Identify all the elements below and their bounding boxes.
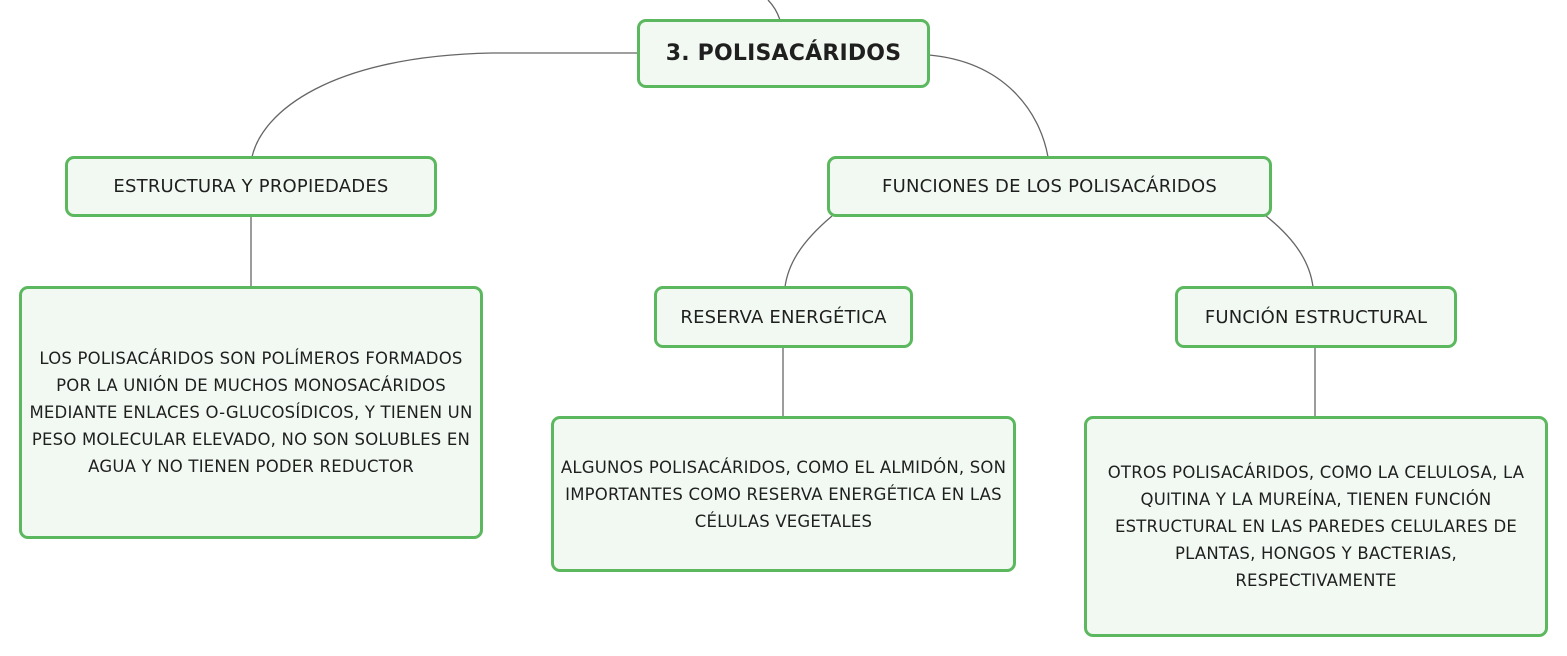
- connector-root-to-funciones: [928, 54, 1049, 158]
- node-reserva-energetica[interactable]: RESERVA ENERGÉTICA: [654, 286, 913, 348]
- node-estructural-label: FUNCIÓN ESTRUCTURAL: [1204, 306, 1428, 328]
- node-estructura-detail[interactable]: LOS POLISACÁRIDOS SON POLÍMEROS FORMADOS…: [19, 286, 483, 539]
- node-reserva-detail-text: ALGUNOS POLISACÁRIDOS, COMO EL ALMIDÓN, …: [560, 457, 1007, 531]
- incoming-connector: [767, 0, 781, 21]
- connector-root-to-estructura: [251, 52, 638, 158]
- node-estructura-detail-text: LOS POLISACÁRIDOS SON POLÍMEROS FORMADOS…: [29, 349, 473, 476]
- node-reserva-detail[interactable]: ALGUNOS POLISACÁRIDOS, COMO EL ALMIDÓN, …: [551, 416, 1016, 572]
- node-estructural-detail[interactable]: OTROS POLISACÁRIDOS, COMO LA CELULOSA, L…: [1084, 416, 1548, 637]
- node-funciones-label: FUNCIONES DE LOS POLISACÁRIDOS: [882, 176, 1217, 197]
- node-estructura-y-propiedades[interactable]: ESTRUCTURA Y PROPIEDADES: [65, 156, 437, 217]
- node-estructural-detail-text: OTROS POLISACÁRIDOS, COMO LA CELULOSA, L…: [1107, 463, 1525, 590]
- root-node[interactable]: 3. POLISACÁRIDOS: [637, 19, 930, 88]
- node-funciones[interactable]: FUNCIONES DE LOS POLISACÁRIDOS: [827, 156, 1272, 217]
- node-reserva-label: RESERVA ENERGÉTICA: [680, 306, 887, 328]
- connector-funciones-to-reserva: [784, 215, 833, 288]
- node-funcion-estructural[interactable]: FUNCIÓN ESTRUCTURAL: [1175, 286, 1457, 348]
- connector-funciones-to-estructural: [1265, 215, 1314, 288]
- node-estructura-label: ESTRUCTURA Y PROPIEDADES: [113, 176, 389, 197]
- root-node-label: 3. POLISACÁRIDOS: [665, 41, 902, 66]
